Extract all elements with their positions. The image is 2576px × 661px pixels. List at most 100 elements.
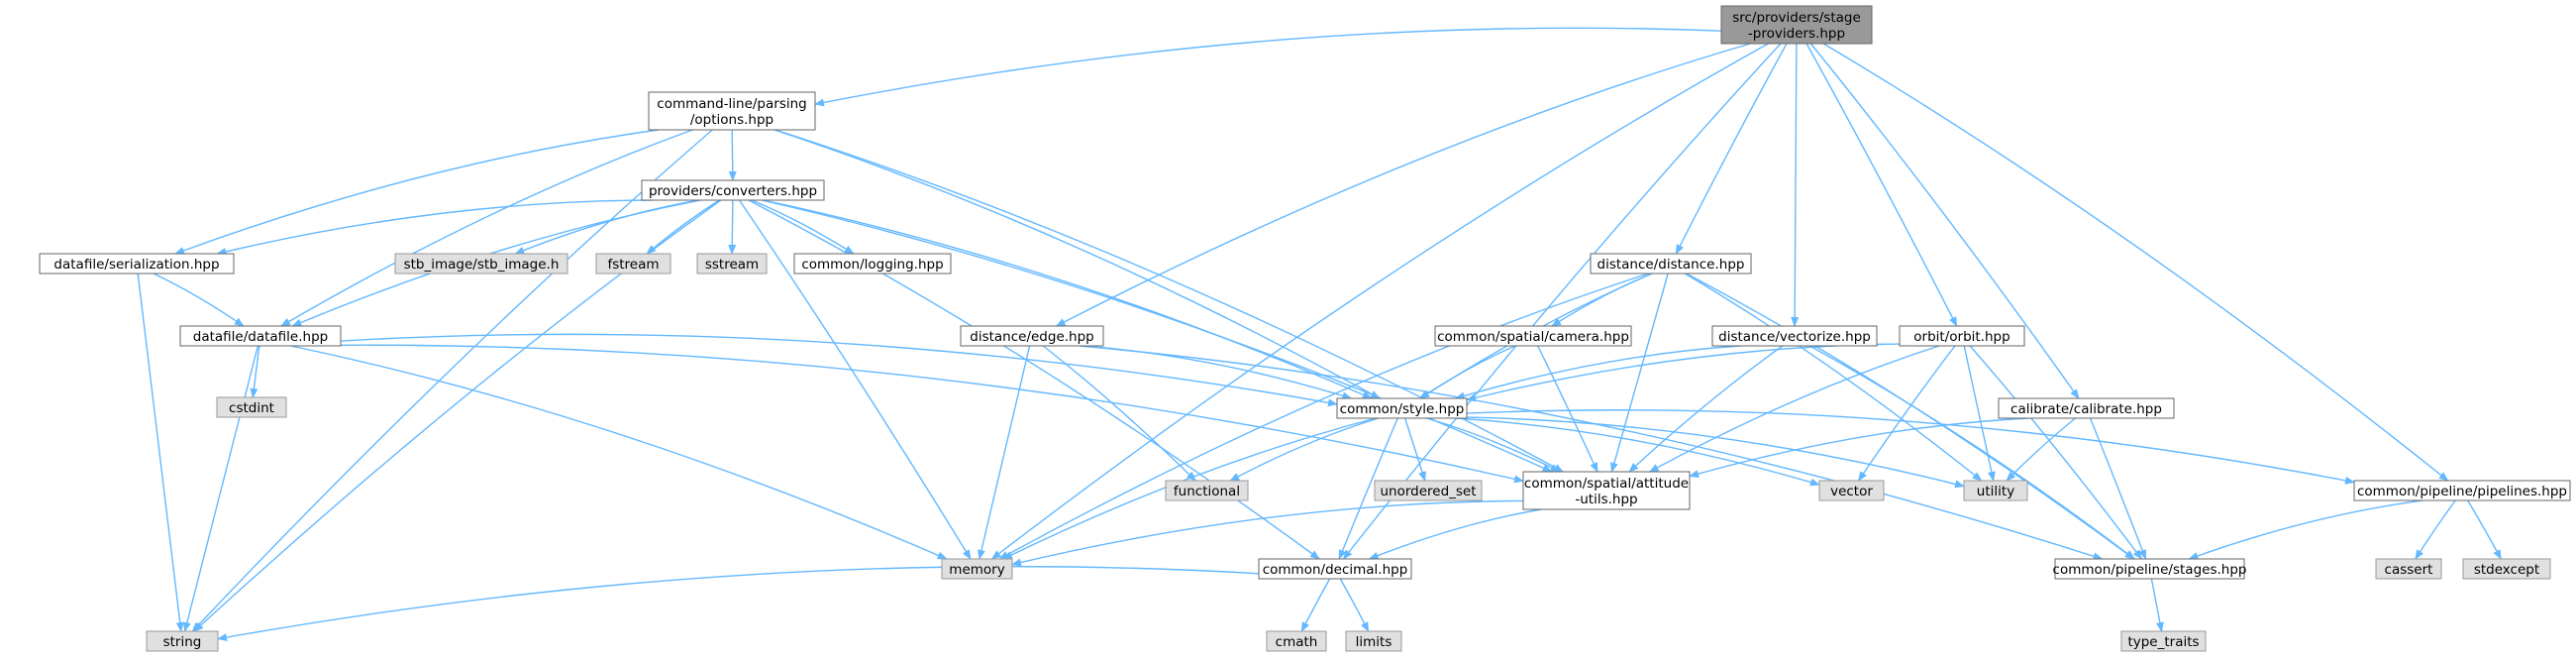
edge-style-to-memory — [1002, 417, 1377, 560]
node-label: unordered_set — [1380, 484, 1476, 499]
node-pipelines[interactable]: common/pipeline/pipelines.hpp — [2353, 480, 2571, 501]
edge-edge-to-functional — [1042, 345, 1196, 482]
edge-root-to-vectorize — [1791, 43, 1800, 327]
node-box — [941, 558, 1013, 580]
node-functional: functional — [1165, 480, 1249, 501]
node-type-traits: type_traits — [2120, 630, 2207, 652]
edge-distance-to-camera — [1551, 273, 1653, 327]
edge-root-to-decimal — [1342, 43, 1782, 560]
node-decimal[interactable]: common/decimal.hpp — [1258, 558, 1412, 580]
edge-camera-to-attitude — [1537, 345, 1598, 473]
node-datafile[interactable]: datafile/datafile.hpp — [179, 325, 342, 347]
edge-root-to-memory — [990, 43, 1769, 560]
edge-camera-to-style — [1418, 345, 1516, 399]
edge-attitude-to-memory — [1011, 499, 1524, 567]
edge-orbit-to-vector — [1858, 345, 1956, 482]
node-label: command-line/parsing — [657, 96, 806, 112]
edge-root-to-options — [814, 27, 1722, 107]
node-vectorize[interactable]: distance/vectorize.hpp — [1711, 325, 1878, 347]
node-label: common/pipeline/pipelines.hpp — [2357, 484, 2567, 499]
node-label: src/providers/stage — [1732, 10, 1861, 26]
node-label: memory — [949, 562, 1004, 578]
node-root[interactable]: src/providers/stage-providers.hpp — [1720, 5, 1873, 45]
edge-pipelines-to-stages — [2188, 499, 2423, 560]
node-label: common/logging.hpp — [801, 257, 943, 273]
node-box — [1963, 480, 2028, 501]
node-calibrate[interactable]: calibrate/calibrate.hpp — [1998, 397, 2175, 419]
edge-orbit-to-stages — [1969, 345, 2143, 560]
node-fstream: fstream — [595, 253, 671, 275]
node-box — [1374, 480, 1483, 501]
node-label: stb_image/stb_image.h — [404, 257, 560, 273]
node-label: common/spatial/camera.hpp — [1437, 329, 1629, 345]
edge-options-to-serialization — [174, 129, 659, 255]
node-box — [595, 253, 671, 275]
edge-converters-to-logging — [751, 199, 855, 255]
node-serialization[interactable]: datafile/serialization.hpp — [39, 253, 235, 275]
node-options[interactable]: command-line/parsing/options.hpp — [648, 91, 816, 131]
node-label: common/decimal.hpp — [1263, 562, 1408, 578]
node-unordered-set: unordered_set — [1374, 480, 1483, 501]
edge-edge-to-memory — [978, 345, 1031, 560]
node-attitude[interactable]: common/spatial/attitude-utils.hpp — [1522, 471, 1691, 510]
edge-style-to-utility — [1466, 416, 1965, 489]
node-limits: limits — [1345, 630, 1402, 652]
node-distance[interactable]: distance/distance.hpp — [1590, 253, 1752, 275]
node-box — [1258, 558, 1412, 580]
node-box — [1711, 325, 1878, 347]
edge-vectorize-to-attitude — [1628, 345, 1784, 473]
edge-converters-to-stb — [514, 199, 699, 255]
node-converters[interactable]: providers/converters.hpp — [641, 179, 825, 201]
node-box — [1165, 480, 1249, 501]
edge-serialization-to-datafile — [153, 273, 245, 327]
node-label: limits — [1356, 634, 1392, 650]
edge-root-to-distance — [1675, 43, 1788, 255]
node-label: string — [163, 634, 202, 650]
edge-converters-to-sstream — [728, 199, 737, 255]
node-stb: stb_image/stb_image.h — [394, 253, 568, 275]
node-box — [696, 253, 768, 275]
node-box — [1590, 253, 1752, 275]
node-box — [179, 325, 342, 347]
edge-converters-to-fstream — [646, 199, 720, 255]
edge-style-to-decimal — [1338, 417, 1398, 560]
edge-vectorize-to-stages — [1808, 345, 2135, 560]
edge-attitude-to-decimal — [1368, 508, 1542, 560]
edge-options-to-attitude — [774, 129, 1565, 473]
edge-orbit-to-attitude — [1648, 345, 1940, 473]
node-label: /options.hpp — [690, 112, 773, 128]
node-cstdint: cstdint — [216, 396, 287, 418]
node-label: common/spatial/attitude — [1524, 476, 1689, 492]
edge-decimal-to-limits — [1339, 578, 1370, 632]
node-label: distance/edge.hpp — [970, 329, 1094, 345]
edge-options-to-datafile — [280, 129, 693, 327]
node-orbit[interactable]: orbit/orbit.hpp — [1899, 325, 2025, 347]
node-stages[interactable]: common/pipeline/stages.hpp — [2053, 558, 2247, 580]
edge-style-to-functional — [1229, 417, 1380, 482]
edge-root-to-orbit — [1805, 43, 1958, 327]
node-label: fstream — [607, 257, 659, 273]
edge-root-to-calibrate — [1809, 43, 2080, 399]
node-camera[interactable]: common/spatial/camera.hpp — [1434, 325, 1632, 347]
node-label: vector — [1830, 484, 1873, 499]
node-box — [793, 253, 952, 275]
edge-datafile-to-style — [340, 333, 1338, 407]
edge-root-to-edge — [1055, 43, 1751, 327]
edge-decimal-to-string — [217, 565, 1260, 642]
node-box — [1434, 325, 1632, 347]
node-box — [2375, 558, 2442, 580]
node-label: cstdint — [229, 400, 274, 416]
node-edge[interactable]: distance/edge.hpp — [960, 325, 1104, 347]
edge-datafile-to-memory — [290, 345, 948, 560]
node-cassert: cassert — [2375, 558, 2442, 580]
edge-distance-to-attitude — [1609, 273, 1669, 473]
edge-converters-to-style — [763, 199, 1373, 399]
node-label: datafile/datafile.hpp — [193, 329, 328, 345]
edge-options-to-style — [773, 129, 1381, 399]
node-style[interactable]: common/style.hpp — [1336, 397, 1468, 419]
node-label: common/style.hpp — [1340, 401, 1465, 417]
node-logging[interactable]: common/logging.hpp — [793, 253, 952, 275]
node-label: datafile/serialization.hpp — [53, 257, 219, 273]
node-label: cassert — [2385, 562, 2433, 578]
